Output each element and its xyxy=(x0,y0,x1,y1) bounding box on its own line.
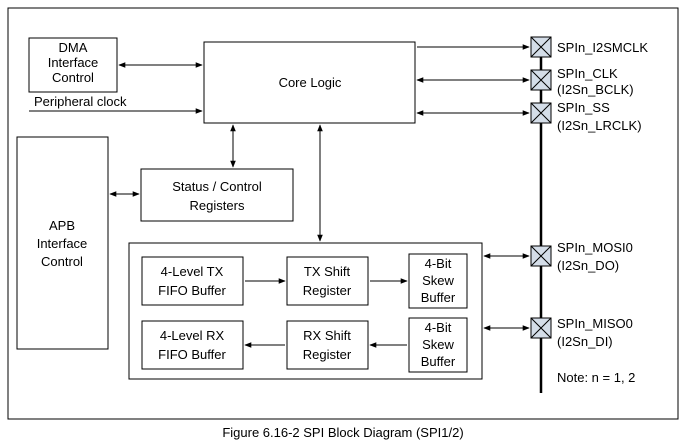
apb-label-line-1: APB xyxy=(49,218,75,233)
status-control-registers-block: Status / Control Registers xyxy=(140,168,294,222)
pin-ss: SPIn_SS (I2Sn_LRCLK) xyxy=(530,100,642,133)
rx-fifo-label-line-2: FIFO Buffer xyxy=(158,347,226,362)
pin-i2smclk-name: SPIn_I2SMCLK xyxy=(557,40,648,55)
tx-shift-label-line-1: TX Shift xyxy=(304,264,351,279)
pin-clk: SPIn_CLK (I2Sn_BCLK) xyxy=(530,66,634,97)
rx-skew-label-line-2: Skew xyxy=(422,337,454,352)
pin-mosi0-name: SPIn_MOSI0 xyxy=(557,240,633,255)
pin-ss-alt: (I2Sn_LRCLK) xyxy=(557,118,642,133)
figure-caption: Figure 6.16-2 SPI Block Diagram (SPI1/2) xyxy=(222,425,464,440)
rx-fifo-label-line-1: 4-Level RX xyxy=(160,328,225,343)
rx-shift-label-line-1: RX Shift xyxy=(303,328,351,343)
pin-mosi0-alt: (I2Sn_DO) xyxy=(557,258,619,273)
rx-shift-register-block: RX Shift Register xyxy=(286,320,369,370)
tx-skew-buffer-block: 4-Bit Skew Buffer xyxy=(408,253,468,309)
pin-mosi0: SPIn_MOSI0 (I2Sn_DO) xyxy=(530,240,633,273)
status-label-line-2: Registers xyxy=(190,198,245,213)
apb-label-line-3: Control xyxy=(41,254,83,269)
tx-shift-register-block: TX Shift Register xyxy=(286,256,369,306)
pin-clk-name: SPIn_CLK xyxy=(557,66,618,81)
tx-skew-label-line-2: Skew xyxy=(422,273,454,288)
apb-interface-control-block: APB Interface Control xyxy=(16,136,109,350)
note-text: Note: n = 1, 2 xyxy=(557,370,635,385)
status-label-line-1: Status / Control xyxy=(172,179,262,194)
dma-label-line-2: Interface xyxy=(48,55,99,70)
rx-skew-buffer-block: 4-Bit Skew Buffer xyxy=(408,317,468,373)
core-logic-block: Core Logic xyxy=(203,41,416,124)
pin-miso0-name: SPIn_MISO0 xyxy=(557,316,633,331)
pin-i2smclk: SPIn_I2SMCLK xyxy=(530,36,648,58)
pin-miso0: SPIn_MISO0 (I2Sn_DI) xyxy=(530,316,633,349)
rx-shift-label-line-2: Register xyxy=(303,347,352,362)
tx-skew-label-line-1: 4-Bit xyxy=(425,256,452,271)
pin-miso0-alt: (I2Sn_DI) xyxy=(557,334,613,349)
tx-fifo-label-line-2: FIFO Buffer xyxy=(158,283,226,298)
apb-label-line-2: Interface xyxy=(37,236,88,251)
tx-shift-label-line-2: Register xyxy=(303,283,352,298)
tx-fifo-buffer-block: 4-Level TX FIFO Buffer xyxy=(141,256,244,306)
rx-fifo-buffer-block: 4-Level RX FIFO Buffer xyxy=(141,320,244,370)
core-logic-label: Core Logic xyxy=(279,75,342,90)
pin-ss-name: SPIn_SS xyxy=(557,100,610,115)
rx-skew-label-line-1: 4-Bit xyxy=(425,320,452,335)
dma-interface-control-block: DMA Interface Control xyxy=(28,37,118,93)
peripheral-clock-label: Peripheral clock xyxy=(34,94,127,109)
dma-label-line-1: DMA xyxy=(59,40,88,55)
rx-skew-label-line-3: Buffer xyxy=(421,354,456,369)
dma-label-line-3: Control xyxy=(52,70,94,85)
tx-skew-label-line-3: Buffer xyxy=(421,290,456,305)
pin-clk-alt: (I2Sn_BCLK) xyxy=(557,82,634,97)
tx-fifo-label-line-1: 4-Level TX xyxy=(161,264,224,279)
